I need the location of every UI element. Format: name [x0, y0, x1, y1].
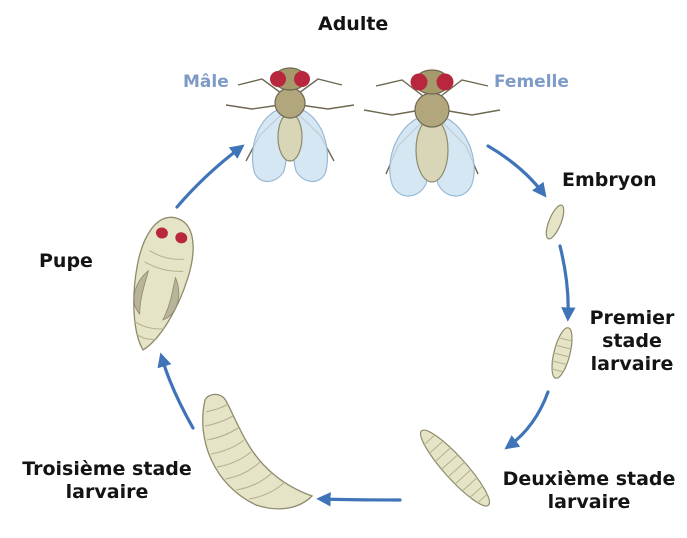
arrow-pupa-to-male: [177, 148, 240, 207]
male-label: Mâle: [183, 71, 229, 94]
embryo-icon: [543, 203, 568, 241]
arrow-embryo-to-first-instar: [560, 246, 568, 316]
first-instar-label-line-3: larvaire: [578, 353, 686, 376]
first-instar-label-line-1: Premier: [578, 307, 686, 330]
second-instar-label-line-2: larvaire: [494, 491, 684, 514]
first-instar-label: Premier stade larvaire: [578, 307, 686, 376]
pupa-label: Pupe: [39, 250, 93, 273]
arrow-third-instar-to-pupa: [162, 358, 193, 428]
second-instar-larva-icon: [413, 423, 496, 512]
first-instar-larva-icon: [548, 326, 576, 380]
second-instar-label: Deuxième stade larvaire: [494, 468, 684, 514]
arrow-second-to-third-instar: [322, 499, 400, 500]
embryo-label: Embryon: [562, 169, 657, 192]
fly-female-icon: [364, 70, 500, 196]
third-instar-label-line-2: larvaire: [12, 481, 202, 504]
first-instar-label-line-2: stade: [578, 330, 686, 353]
female-label: Femelle: [494, 71, 569, 94]
third-instar-label-line-1: Troisième stade: [12, 458, 202, 481]
arrow-female-to-embryo: [488, 146, 543, 193]
third-instar-label: Troisième stade larvaire: [12, 458, 202, 504]
third-instar-larva-icon: [203, 394, 312, 509]
adult-label: Adulte: [318, 13, 388, 36]
fly-male-icon: [226, 68, 354, 182]
pupa-icon: [118, 212, 202, 357]
arrow-first-to-second-instar: [509, 392, 548, 446]
second-instar-label-line-1: Deuxième stade: [494, 468, 684, 491]
